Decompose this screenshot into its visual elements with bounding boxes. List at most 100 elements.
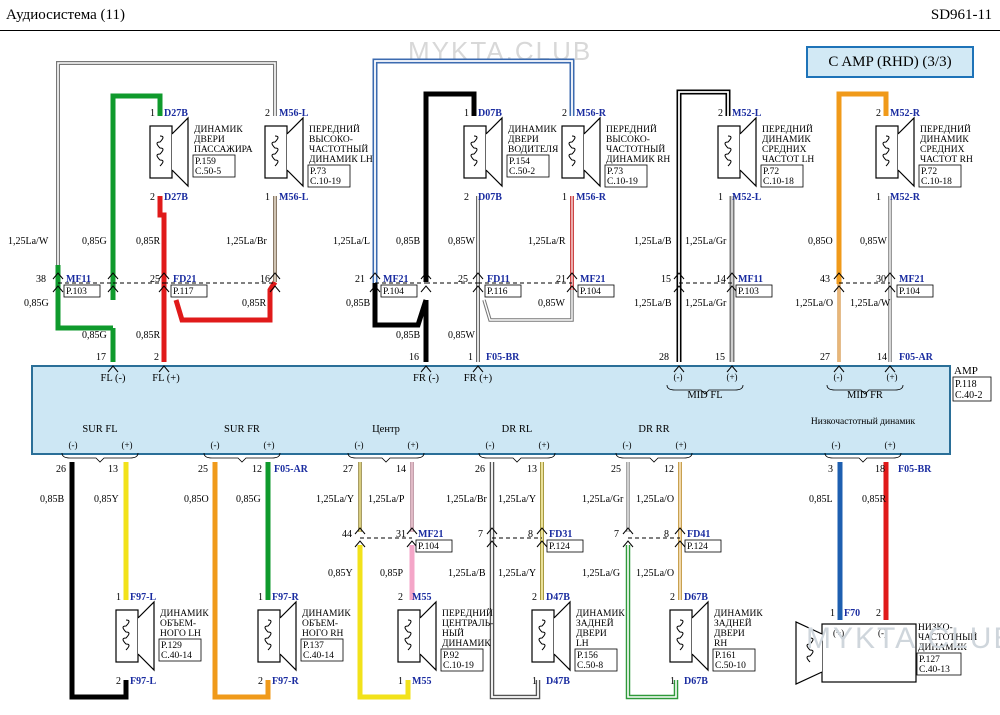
speaker-label-line: ДВЕРИ [194,135,225,145]
amp-bracket [826,384,904,395]
speaker-pin-1: 2 [876,108,881,119]
chevron-mark [420,285,432,293]
connector-name: FD31 [549,529,572,540]
wire-label-w6: 0,85G [82,330,107,341]
connector-pin-left: 15 [661,274,671,285]
connector-pin-right: 8 [664,529,669,540]
chevron-mark [726,365,738,373]
wire-label-w5: 0,85G [24,298,49,309]
wire-pass-door-minus [55,93,163,362]
speaker-page: P.129 [161,641,182,651]
speaker-connector-1: D67B [684,592,708,603]
speaker-connector-2: M52-R [890,192,921,203]
speaker-sec: C.50-2 [509,167,535,177]
speaker-pin-1: 2 [718,108,723,119]
speaker-page: P.154 [509,157,530,167]
speaker-label-line: НОГО RH [302,629,344,639]
svg-text:25: 25 [198,464,208,475]
lower-wires [69,462,889,700]
chevron-mark [158,272,170,280]
speaker-cone-icon [739,116,757,188]
speaker-pin-2: 2 [116,676,121,687]
wire-driver-door-minus [372,91,477,362]
chevron-mark [269,272,281,280]
amp-polarity-6: (-)(+) [615,440,693,463]
wire-label-w31: 0,85Y [328,568,353,579]
amp-minus-label: (-) [355,440,364,450]
speaker-pin-1: 1 [464,108,469,119]
svg-text:1: 1 [468,352,473,363]
chevron-mark [673,365,685,373]
chevron-mark [472,272,484,280]
amp-bracket [347,452,425,463]
speaker-connector-1: M55 [412,592,431,603]
speaker-cone-icon [583,116,601,188]
speaker-label-line: ВЫСОКО- [606,135,650,145]
speaker-ref-box [158,638,202,662]
chevron-mark [354,527,366,535]
wire-label-w28: 0,85G [236,494,261,505]
speaker-label-line: ДИНАМИК LH [309,155,373,165]
speaker-label-line: НЫЙ [442,627,464,639]
connector-name: FD11 [487,274,510,285]
speaker-label-line: ПАССАЖИРА [194,145,253,155]
connector-pin-left: 43 [820,274,830,285]
amp-label-dr-rr: DR RR [638,424,669,435]
sub-plus: (-) [878,628,887,638]
speaker-ref-box [918,164,962,188]
connector-chevrons [52,272,896,548]
speaker-connector-2: D47B [546,676,570,687]
wire-label-w19: 1,25La/B [634,298,672,309]
speaker-sec: C.40-13 [919,665,950,675]
connector-ref-box [577,284,615,298]
svg-text:F05-AR: F05-AR [899,352,934,363]
amp-label-center: Центр [372,424,400,435]
chevron-mark [406,527,418,535]
speaker-sec: C.10-19 [607,177,638,187]
speaker-label-line: ДВЕРИ [714,629,745,639]
wire-label-w30: 1,25La/P [368,494,405,505]
chevron-mark [673,272,685,280]
connector-ref-box [735,284,773,298]
amp-minus-label: (-) [623,440,632,450]
speaker-pin-1: 1 [150,108,155,119]
connector-ref-box [380,284,418,298]
amp-minus-label: (-) [211,440,220,450]
wire-label-w37: 1,25La/Gr [582,494,624,505]
svg-text:2: 2 [154,352,159,363]
connector-pin-left: 25 [458,274,468,285]
speaker-ref-box [604,164,648,188]
chevron-mark [566,285,578,293]
chevron-mark [884,272,896,280]
speaker-label-line: ДИНАМИК [194,125,243,135]
connector-ref: P.116 [487,287,508,297]
amp-unit [31,365,951,455]
speaker-pin-2: 2 [150,192,155,203]
speaker-pin-2: 2 [464,192,469,203]
amp-label-mid-fl: MID FL [687,390,722,401]
connector-name: MF21 [383,274,409,285]
wire-label-w33: 1,25La/Br [446,494,487,505]
coil-icon [882,135,890,167]
speaker-sec: C.40-14 [303,651,334,661]
wire-rear-lh-minus-core [491,462,539,698]
svg-text:18: 18 [875,464,885,475]
speaker-connector-1: M56-R [576,108,607,119]
chevron-mark [833,365,845,373]
speaker-cone-icon [279,600,297,672]
connector-pin-right: 14 [716,274,726,285]
connector-pin-right: 16 [260,274,270,285]
amp-bracket [666,384,744,395]
speaker-pin-1: 2 [398,592,403,603]
svg-text:16: 16 [409,352,419,363]
speaker-label-line: СРЕДНИХ [762,145,807,155]
speaker-pin-1: 1 [258,592,263,603]
connector-name: MF21 [580,274,606,285]
connector-pin-left: 7 [478,529,483,540]
